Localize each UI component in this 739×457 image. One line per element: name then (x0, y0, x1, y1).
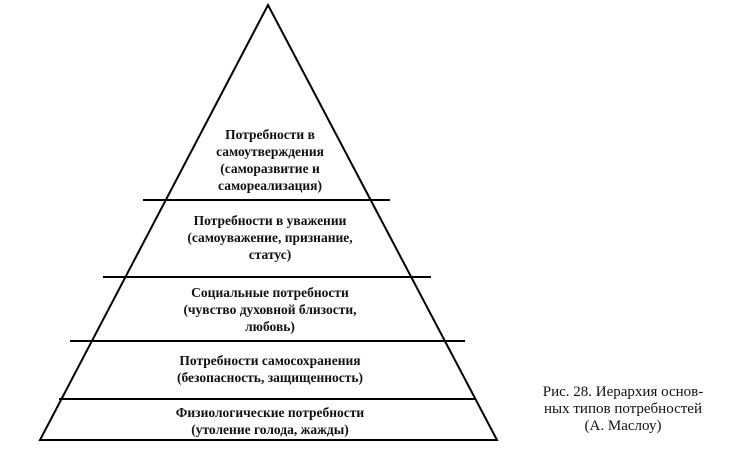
level-physiological: Физиологические потребности (утоление го… (60, 404, 480, 438)
level-esteem: Потребности в уважении (самоуважение, пр… (60, 212, 480, 263)
level-text: Потребности самосохранения (179, 353, 361, 368)
figure-caption: Рис. 28. Иерархия основ- ных типов потре… (508, 384, 738, 435)
level-social: Социальные потребности (чувство духовной… (60, 284, 480, 335)
level-text: (безопасность, защищенность) (176, 370, 364, 385)
pyramid-triangle (38, 2, 499, 441)
level-text: (саморазвитие и (220, 161, 320, 176)
level-self-actualization: Потребности в самоутверждения (саморазви… (60, 126, 480, 194)
level-text: статус) (248, 247, 292, 262)
caption-line: (А. Маслоу) (584, 418, 662, 434)
level-text: Потребности в (225, 127, 315, 142)
level-text: самоутверждения (216, 144, 324, 159)
level-text: любовь) (245, 319, 295, 334)
level-text: (самоуважение, признание, (187, 230, 353, 245)
level-text: Потребности в уважении (193, 213, 347, 228)
level-text: (чувство духовной близости, (183, 302, 357, 317)
level-text: (утоление голода, жажды) (191, 422, 349, 437)
level-text: самореализация) (218, 178, 322, 193)
level-text: Социальные потребности (191, 285, 349, 300)
caption-line: ных типов потребностей (544, 401, 702, 417)
level-text: Физиологические потребности (175, 405, 365, 420)
level-safety: Потребности самосохранения (безопасность… (60, 352, 480, 386)
caption-line: Рис. 28. Иерархия основ- (542, 384, 704, 400)
